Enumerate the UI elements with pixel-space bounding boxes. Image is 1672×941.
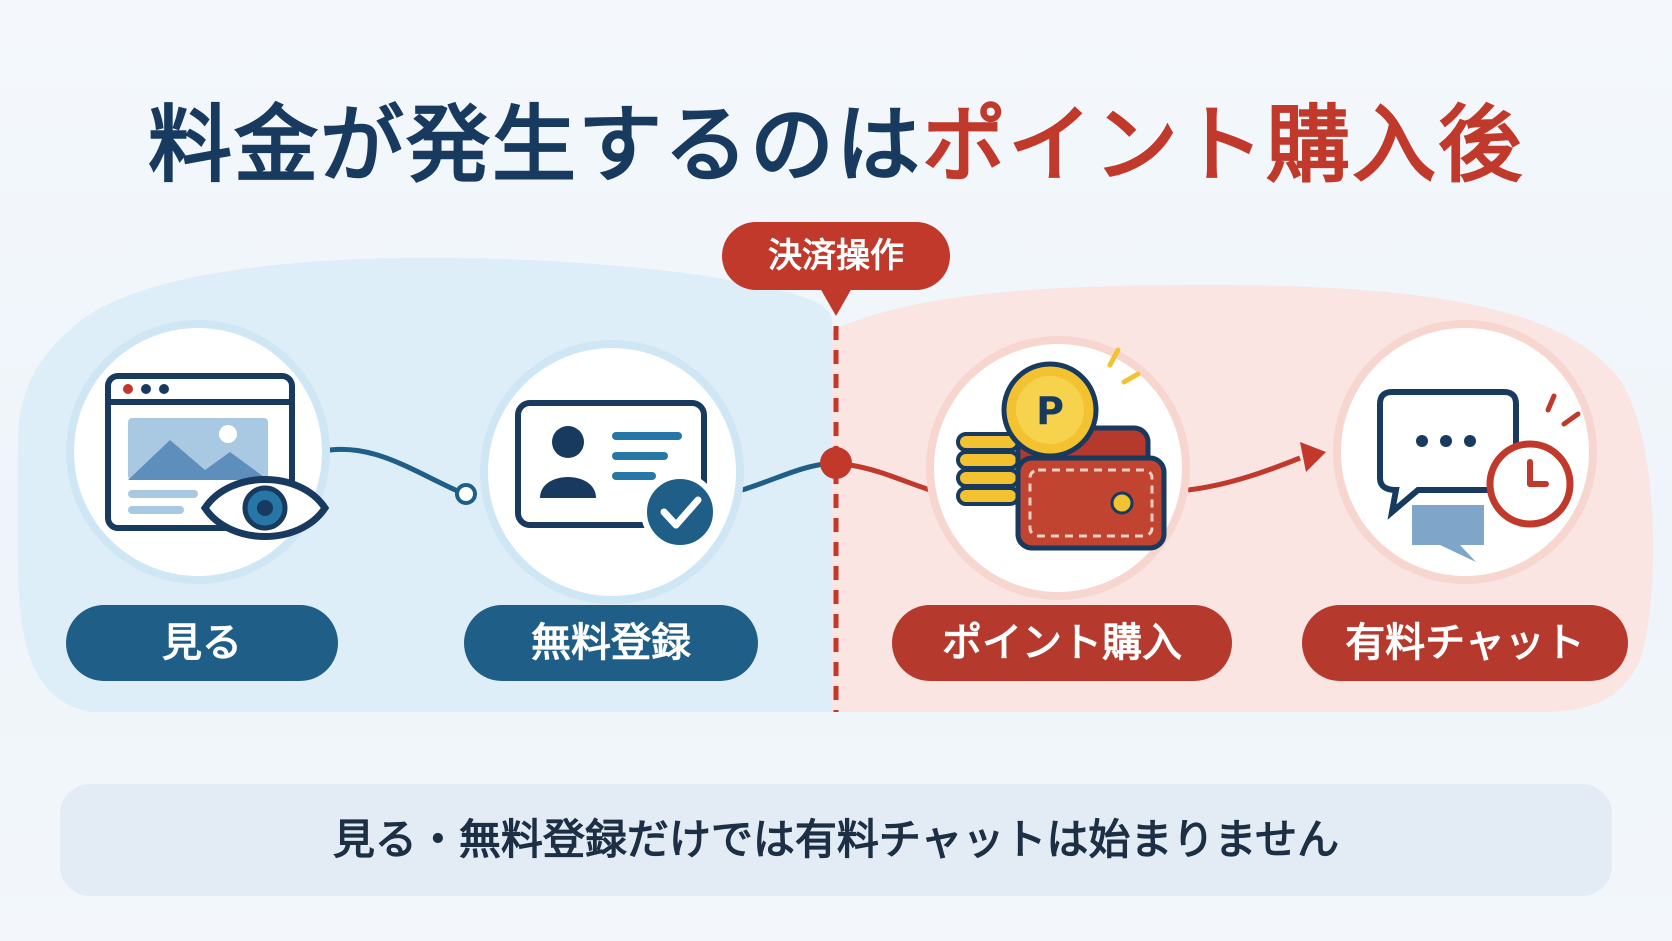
coins-wallet-icon: P bbox=[956, 347, 1167, 551]
step-label-register: 無料登録 bbox=[464, 605, 758, 681]
browser-eye-icon bbox=[105, 373, 330, 540]
step-label-view: 見る bbox=[66, 605, 338, 681]
connector-divider-to-purchase bbox=[849, 462, 931, 493]
step-register-illustration bbox=[480, 340, 744, 604]
page-title: 料金が発生するのはポイント購入後 bbox=[0, 78, 1672, 199]
step-label-purchase: ポイント購入 bbox=[892, 605, 1232, 681]
arrow-head-icon bbox=[1300, 442, 1326, 472]
title-free-part: 料金が発生するのは bbox=[147, 96, 922, 194]
connector-node bbox=[455, 483, 477, 505]
connector-view-to-register bbox=[317, 446, 464, 496]
payment-callout: 決済操作 bbox=[722, 222, 950, 290]
step-view-illustration bbox=[66, 320, 330, 584]
step-label-chat: 有料チャット bbox=[1302, 605, 1628, 681]
step-chat-illustration bbox=[1333, 320, 1597, 584]
connector-purchase-to-chat bbox=[1187, 455, 1301, 493]
payment-divider-node bbox=[820, 447, 852, 479]
step-purchase-illustration: P bbox=[926, 336, 1190, 600]
chat-clock-icon bbox=[1377, 389, 1581, 562]
svg-text:P: P bbox=[1036, 389, 1064, 433]
footer-note: 見る・無料登録だけでは有料チャットは始まりません bbox=[60, 784, 1612, 896]
id-card-check-icon bbox=[515, 400, 719, 551]
title-paid-part: ポイント購入後 bbox=[922, 96, 1525, 194]
callout-pointer bbox=[820, 288, 852, 316]
